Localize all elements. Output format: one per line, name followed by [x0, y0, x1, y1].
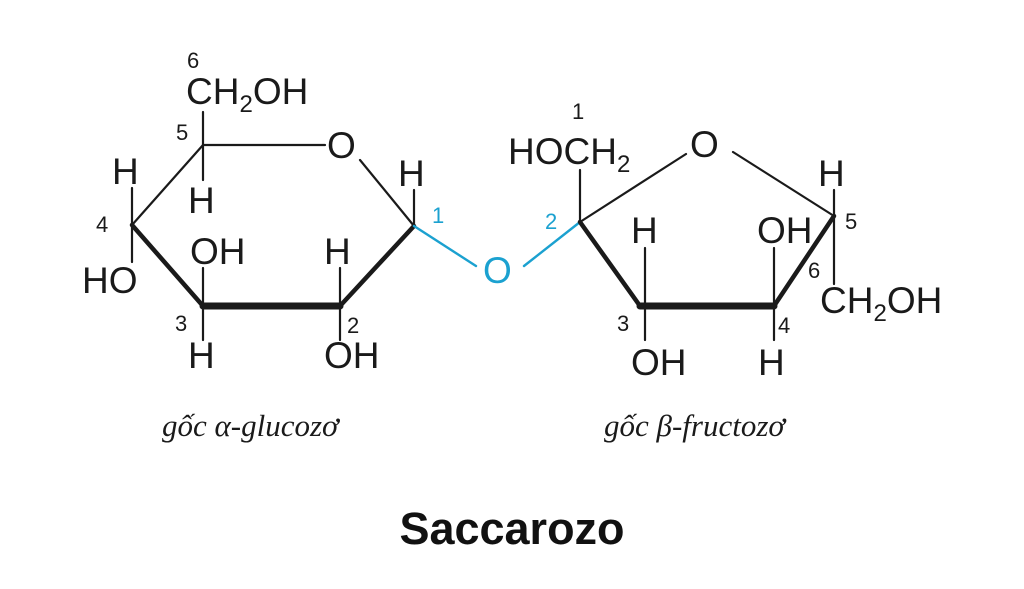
fructose-caption: gốc β-fructozơ	[604, 408, 787, 443]
bond-o-c5	[731, 150, 836, 218]
fructose-h-c4: H	[758, 342, 785, 383]
glucose-unit: 6 CH2OH 5 O H H H 1 4 OH H HO 3 2 H OH g…	[82, 48, 478, 443]
fructose-number-c3: 3	[617, 311, 629, 336]
glucose-number-c5: 5	[176, 120, 188, 145]
fructose-oh-c3: OH	[631, 342, 687, 383]
diagram-title: Saccarozo	[399, 503, 624, 554]
glucose-number-c4: 4	[96, 212, 108, 237]
glucose-caption: gốc α-glucozơ	[162, 408, 341, 443]
glucose-h-c1: H	[398, 153, 425, 194]
bond-c1-bridge-o	[412, 224, 478, 268]
fructose-h-c3: H	[631, 210, 658, 251]
bond-c2-c3	[577, 219, 643, 309]
glucose-h-c2: H	[324, 231, 351, 272]
glucose-h-c5: H	[188, 180, 215, 221]
fructose-ring-oxygen: O	[690, 124, 719, 165]
fructose-h-c5: H	[818, 153, 845, 194]
fructose-number-c4: 4	[778, 313, 790, 338]
glucose-h-c3: H	[188, 335, 215, 376]
glucose-ch2oh-top: CH2OH	[186, 71, 308, 118]
fructose-number-c5: 5	[845, 209, 857, 234]
fructose-ch2oh-right: CH2OH	[820, 280, 942, 327]
glucose-ho-c4: HO	[82, 260, 138, 301]
fructose-hoch2-top: HOCH2	[508, 131, 630, 178]
glucose-number-c1: 1	[432, 203, 444, 228]
glucose-oh-c2: OH	[324, 335, 380, 376]
glucose-number-c2: 2	[347, 313, 359, 338]
glucose-oh-c3: OH	[190, 231, 246, 272]
glucose-ring-oxygen: O	[327, 125, 356, 166]
bond-bridge-o-c2	[522, 220, 582, 268]
fructose-number-c2: 2	[545, 209, 557, 234]
fructose-number-c1: 1	[572, 99, 584, 124]
bond-c5-c4	[130, 143, 205, 227]
glucose-h-c4: H	[112, 151, 139, 192]
glucose-number-c3: 3	[175, 311, 187, 336]
bond-c4-c5	[771, 213, 837, 309]
bond-o-c1	[358, 158, 416, 228]
fructose-unit: 1 HOCH2 O H 2 H OH 5 6 CH2OH 3 4 OH H gố…	[508, 99, 942, 443]
fructose-number-c6: 6	[808, 258, 820, 283]
bond-c2-c1	[337, 223, 417, 309]
bond-c4-c3	[129, 222, 206, 309]
fructose-oh-c4: OH	[757, 210, 813, 251]
bridge-oxygen: O	[483, 250, 512, 291]
glucose-number-c6: 6	[187, 48, 199, 73]
bond-c2-o	[578, 152, 688, 224]
